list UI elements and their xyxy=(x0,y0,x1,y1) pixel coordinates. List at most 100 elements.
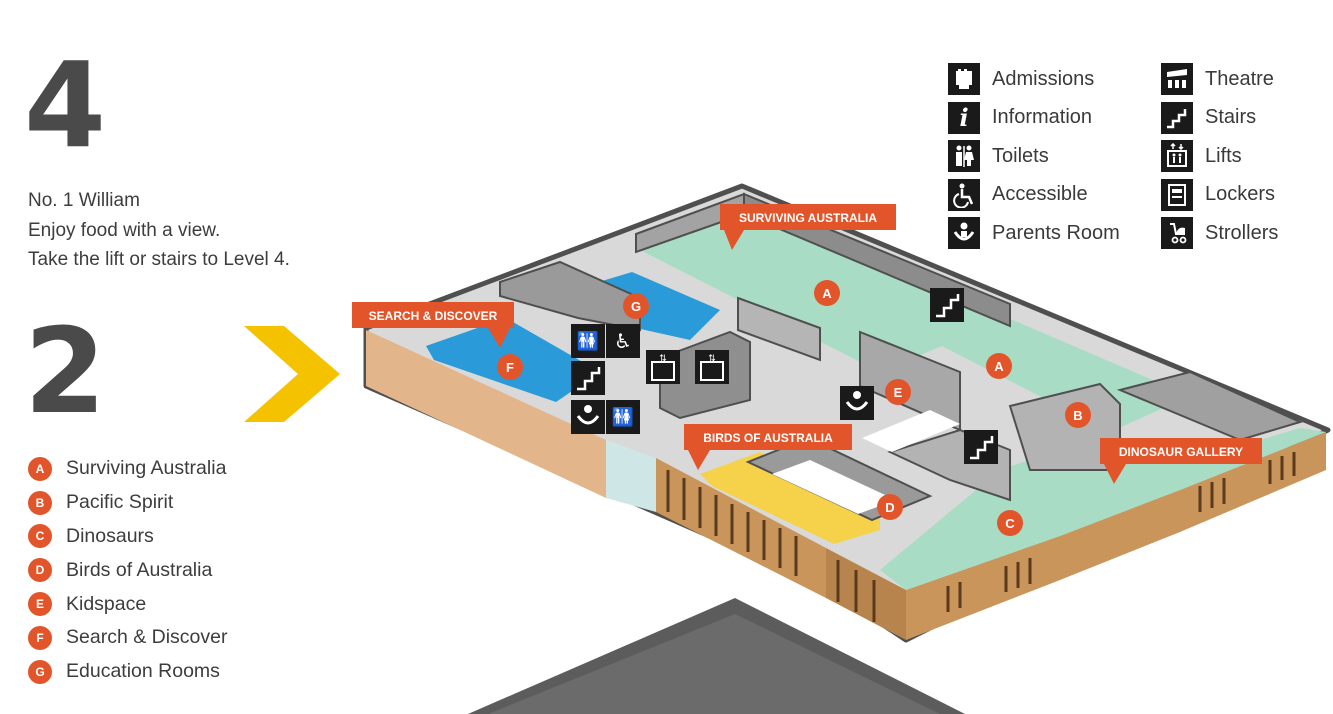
legend-label: Parents Room xyxy=(992,221,1120,244)
glass-wall xyxy=(606,440,656,512)
legend-item-lockers: Lockers xyxy=(1161,176,1278,215)
zone-badge: E xyxy=(28,592,52,617)
legend-label: Strollers xyxy=(1205,221,1279,244)
svg-text:C: C xyxy=(1005,516,1015,531)
map-toilets-icon: 🚻 xyxy=(571,324,605,358)
wood-slats xyxy=(666,452,1296,622)
svg-text:BIRDS OF AUSTRALIA: BIRDS OF AUSTRALIA xyxy=(703,431,833,445)
svg-text:E: E xyxy=(894,385,903,400)
exterior-wall-left xyxy=(366,330,606,498)
zone-marker-g: G xyxy=(623,293,649,319)
zone-marker-c: C xyxy=(997,510,1023,536)
birds-yellow-path xyxy=(700,452,880,544)
zone-marker-a: A xyxy=(986,353,1012,379)
zone-key-label: Birds of Australia xyxy=(66,558,213,581)
svg-text:A: A xyxy=(994,359,1004,374)
zone-badge: G xyxy=(28,659,52,684)
facility-legend-col1: Admissions i Information Toilets Accessi… xyxy=(948,60,1120,253)
svg-text:DINOSAUR GALLERY: DINOSAUR GALLERY xyxy=(1119,445,1243,459)
information-icon: i xyxy=(948,101,980,134)
map-parents-room-icon xyxy=(840,386,874,420)
gallery-surviving-australia-2 xyxy=(930,318,1190,432)
legend-item-theatre: Theatre xyxy=(1161,60,1278,99)
zone-marker-b: B xyxy=(1065,402,1091,428)
svg-text:🚻: 🚻 xyxy=(577,330,599,351)
exterior-wall-right-3 xyxy=(1180,432,1326,532)
map-stairs-icon xyxy=(964,430,998,464)
zone-badge: A xyxy=(28,456,52,481)
map-lifts-icon: ⇅ xyxy=(695,350,729,384)
zone-marker-a: A xyxy=(814,280,840,306)
admissions-icon xyxy=(948,63,980,96)
map-lifts-icon: ⇅ xyxy=(646,350,680,384)
svg-text:⇅: ⇅ xyxy=(659,353,667,363)
legend-item-accessible: Accessible xyxy=(948,176,1120,215)
zone-badge: B xyxy=(28,490,52,515)
direction-arrow-icon xyxy=(244,326,340,422)
zone-key-item-d: D Birds of Australia xyxy=(28,553,227,587)
zone-badge: C xyxy=(28,524,52,549)
zone-key-label: Pacific Spirit xyxy=(66,491,174,514)
accessible-icon xyxy=(948,178,980,211)
zone-key-item-b: B Pacific Spirit xyxy=(28,486,227,520)
callout-birds-of-australia: BIRDS OF AUSTRALIA xyxy=(684,424,852,470)
theatre-icon xyxy=(1161,63,1193,96)
zone-key-label: Kidspace xyxy=(66,592,147,615)
upper-level-number: 4 xyxy=(24,36,107,174)
wall-block xyxy=(1116,370,1303,442)
zone-key-label: Search & Discover xyxy=(66,626,228,649)
callout-surviving-australia: SURVIVING AUSTRALIA xyxy=(720,204,896,250)
exterior-wall-right-1 xyxy=(906,536,1060,640)
svg-text:A: A xyxy=(822,286,832,301)
svg-text:⇅: ⇅ xyxy=(708,353,716,363)
wall-block xyxy=(1008,382,1121,471)
zone-key-item-a: A Surviving Australia xyxy=(28,452,227,486)
svg-text:G: G xyxy=(631,299,641,314)
legend-label: Toilets xyxy=(992,144,1049,167)
svg-text:SEARCH & DISCOVER: SEARCH & DISCOVER xyxy=(369,309,498,323)
svg-text:D: D xyxy=(885,500,894,515)
birds-enclosure-floor xyxy=(772,460,896,514)
svg-text:B: B xyxy=(1073,408,1082,423)
legend-label: Stairs xyxy=(1205,106,1257,129)
zone-marker-f: F xyxy=(497,354,523,380)
callout-dinosaur-gallery: DINOSAUR GALLERY xyxy=(1100,438,1262,484)
wall-block xyxy=(737,296,821,362)
zone-key-item-g: G Education Rooms xyxy=(28,655,227,689)
legend-item-stairs: Stairs xyxy=(1161,99,1278,138)
svg-text:SURVIVING AUSTRALIA: SURVIVING AUSTRALIA xyxy=(739,211,877,225)
zone-marker-d: D xyxy=(877,494,903,520)
svg-text:♿: ♿ xyxy=(614,331,632,353)
legend-label: Theatre xyxy=(1205,67,1274,90)
legend-label: Lockers xyxy=(1205,183,1276,206)
legend-item-information: i Information xyxy=(948,99,1120,138)
zone-marker-e: E xyxy=(885,379,911,405)
map-parents-room-icon xyxy=(571,400,605,434)
svg-text:F: F xyxy=(506,360,514,375)
zone-key-label: Surviving Australia xyxy=(66,457,227,480)
facility-legend-col2: Theatre Stairs Lifts Lockers Strollers xyxy=(1161,60,1278,253)
legend-item-toilets: Toilets xyxy=(948,137,1120,176)
legend-label: Lifts xyxy=(1205,144,1242,167)
current-level-number: 2 xyxy=(24,302,107,440)
zone-badge: D xyxy=(28,558,52,583)
legend-item-lifts: Lifts xyxy=(1161,137,1278,176)
map-stairs-icon xyxy=(930,288,964,322)
zone-key-item-f: F Search & Discover xyxy=(28,621,227,655)
intro-line-1: No. 1 William xyxy=(28,190,140,211)
zone-key-label: Education Rooms xyxy=(66,660,220,683)
strollers-icon xyxy=(1161,217,1193,250)
zone-key-label: Dinosaurs xyxy=(66,524,154,547)
exterior-wall-front-2 xyxy=(826,548,906,640)
zone-key-item-e: E Kidspace xyxy=(28,587,227,621)
lifts-icon xyxy=(1161,140,1193,173)
legend-item-strollers: Strollers xyxy=(1161,214,1278,253)
intro-line-3: Take the lift or stairs to Level 4. xyxy=(28,249,290,270)
zone-badge: F xyxy=(28,625,52,650)
kidspace-floor xyxy=(862,410,960,452)
legend-item-parents-room: Parents Room xyxy=(948,214,1120,253)
legend-label: Accessible xyxy=(992,183,1088,206)
legend-label: Information xyxy=(992,106,1093,129)
map-stairs-icon xyxy=(571,361,605,395)
legend-label: Admissions xyxy=(992,67,1095,90)
